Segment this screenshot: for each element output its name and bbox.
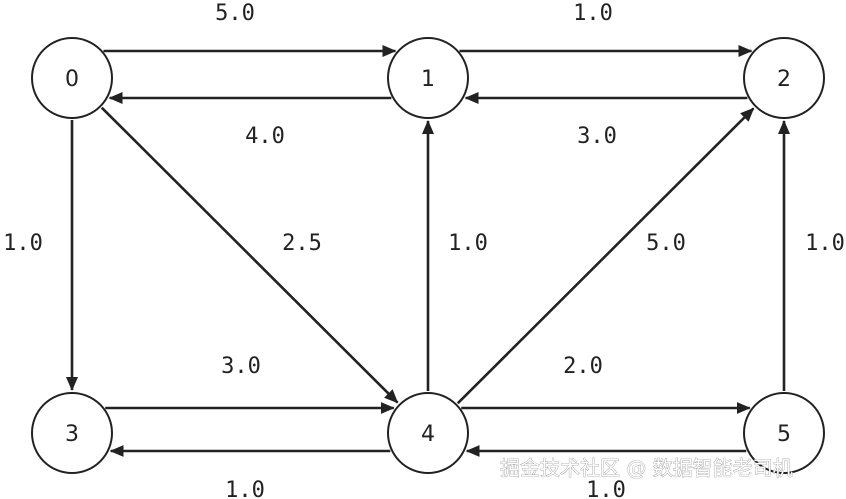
edge-4-2 [456, 107, 755, 405]
node-label-4: 4 [421, 422, 435, 447]
edges-layer [66, 45, 790, 457]
edge-weight-5-2: 1.0 [805, 231, 845, 256]
node-1: 1 [387, 37, 469, 119]
node-circle-0 [31, 37, 113, 119]
edge-weight-0-4: 2.5 [282, 231, 322, 256]
node-label-2: 2 [777, 67, 791, 92]
edge-weight-1-2: 1.0 [573, 1, 613, 26]
edge-arrow-4-2 [456, 107, 755, 405]
node-circle-2 [743, 37, 825, 119]
node-label-1: 1 [421, 67, 435, 92]
node-circle-3 [31, 392, 113, 474]
node-2: 2 [743, 37, 825, 119]
edge-0-4 [100, 106, 399, 404]
node-circle-5 [743, 392, 825, 474]
node-0: 0 [31, 37, 113, 119]
edge-arrow-0-4 [100, 106, 399, 404]
node-5: 5 [743, 392, 825, 474]
node-3: 3 [31, 392, 113, 474]
edge-weight-4-3: 1.0 [225, 478, 265, 499]
nodes-layer: 0 1 2 3 4 5 [31, 37, 825, 474]
edge-weight-1-0: 4.0 [245, 124, 285, 149]
edge-weight-0-3: 1.0 [3, 231, 43, 256]
node-circle-4 [387, 392, 469, 474]
edge-weight-5-4: 1.0 [586, 478, 626, 499]
node-4: 4 [387, 392, 469, 474]
weights-layer: 5.0 4.0 1.0 3.0 1.0 2.5 1.0 5.0 1.0 3.0 1.0 2.0 1.0 [3, 1, 845, 499]
edge-weight-3-4: 3.0 [221, 354, 261, 379]
node-label-5: 5 [777, 422, 791, 447]
edge-weight-2-1: 3.0 [577, 124, 617, 149]
edge-weight-0-1: 5.0 [215, 1, 255, 26]
node-label-3: 3 [65, 422, 79, 447]
node-circle-1 [387, 37, 469, 119]
edge-weight-4-1: 1.0 [448, 231, 488, 256]
watermark-text: 掘金技术社区 @ 数据智能老司机 [500, 456, 793, 480]
edge-weight-4-2: 5.0 [646, 231, 686, 256]
node-label-0: 0 [65, 67, 79, 92]
edge-weight-4-5: 2.0 [563, 354, 603, 379]
